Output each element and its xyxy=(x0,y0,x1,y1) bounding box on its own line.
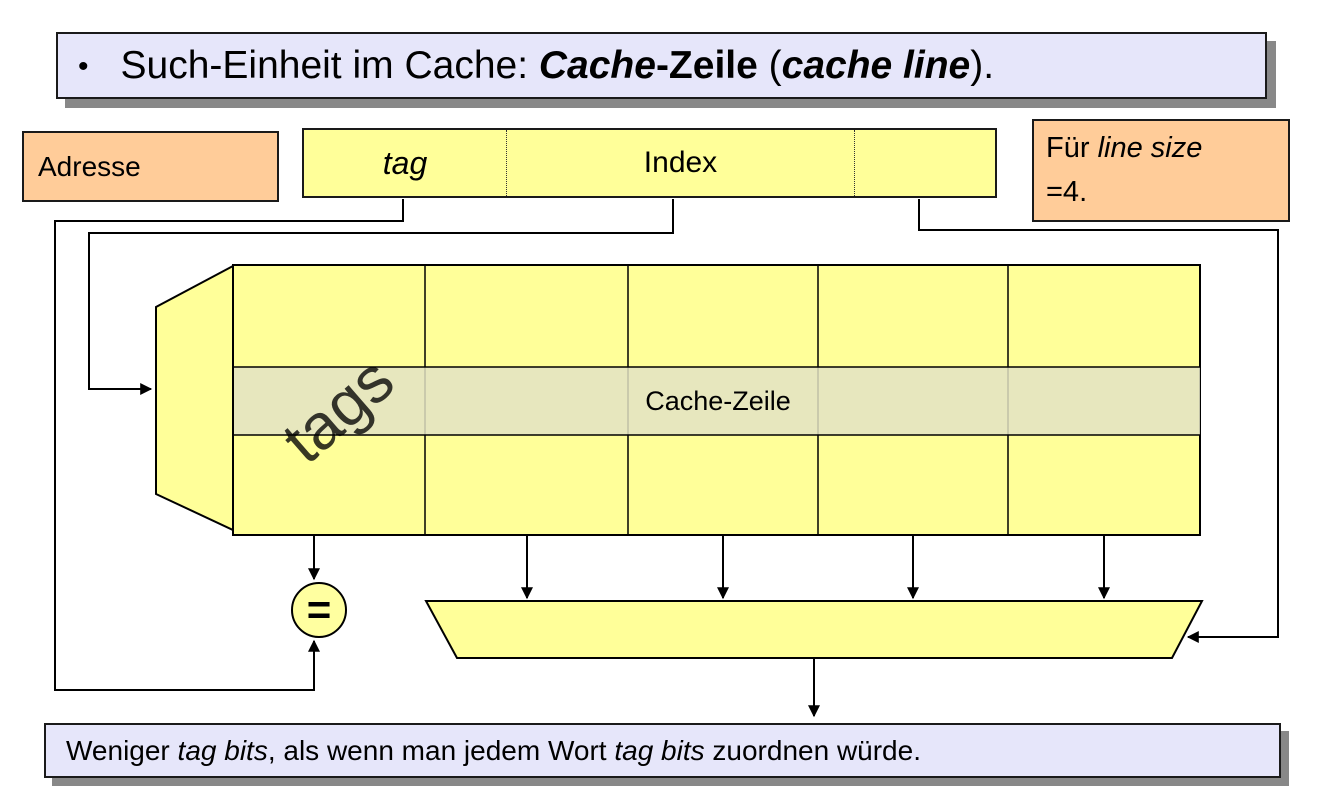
offset-select-connector xyxy=(918,199,1279,643)
adresse-box: Adresse xyxy=(22,131,279,202)
footer-segment: , als wenn man jedem Wort xyxy=(267,734,615,766)
title-segment: cache line xyxy=(781,43,971,87)
line-size-note-line1: Für line size xyxy=(1046,127,1276,171)
title-segment: ( xyxy=(757,43,782,87)
tag-compare-connector xyxy=(54,199,404,691)
address-field-offset xyxy=(854,130,995,196)
footer-segment: zuordnen würde. xyxy=(704,734,921,766)
title-banner: • Such-Einheit im Cache: Cache-Zeile (ca… xyxy=(56,32,1267,99)
footer-segment: Weniger xyxy=(66,734,178,766)
bullet-icon: • xyxy=(78,49,89,83)
tags-funnel xyxy=(155,264,234,532)
equals-label: = xyxy=(306,586,332,633)
address-field-tag: tag xyxy=(304,130,506,196)
note-segment: line size xyxy=(1097,132,1203,164)
multiplexer xyxy=(424,600,1204,659)
cache-line-highlight xyxy=(234,367,1200,435)
comparator-circle: = xyxy=(291,582,347,638)
footer-segment: tag bits xyxy=(614,734,705,766)
line-size-note-line2: =4. xyxy=(1046,175,1088,208)
address-field-index: Index xyxy=(506,130,854,196)
title-segment: -Zeile xyxy=(655,43,758,87)
footer-banner: Weniger tag bits, als wenn man jedem Wor… xyxy=(44,723,1281,778)
title-segment: ). xyxy=(970,43,995,87)
note-segment: Für xyxy=(1046,132,1098,164)
footer-segment: tag bits xyxy=(177,734,268,766)
title-segment: Cache xyxy=(538,43,656,87)
address-bar: tag Index xyxy=(302,128,997,198)
title-segment: Such-Einheit im Cache: xyxy=(120,43,539,87)
line-size-note: Für line size =4. xyxy=(1032,119,1290,222)
tag-field-label: tag xyxy=(382,144,428,181)
cache-line-label: Cache-Zeile xyxy=(645,385,791,416)
index-connector xyxy=(88,199,674,395)
index-field-label: Index xyxy=(643,146,718,179)
adresse-label: Adresse xyxy=(38,150,141,182)
